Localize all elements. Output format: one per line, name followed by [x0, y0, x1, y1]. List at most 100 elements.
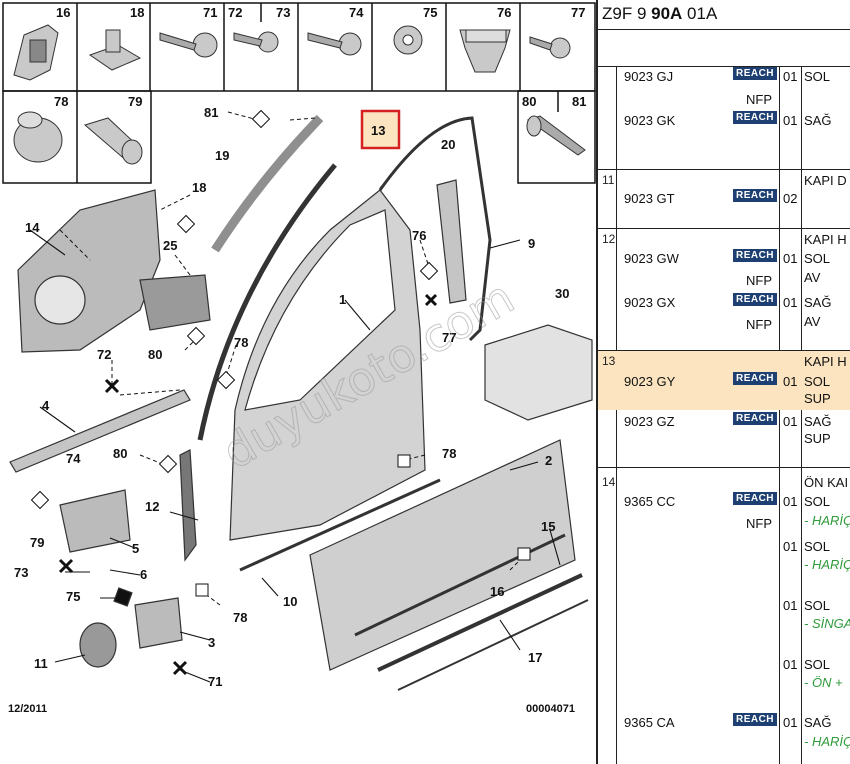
callout-11[interactable]: 11	[34, 656, 48, 671]
part-number: 9023 GT	[624, 191, 675, 206]
parts-group-row[interactable]: 12 KAPI H 9023 GW REACH 01 SOL NFP AV 90…	[598, 228, 850, 350]
part-desc: ÖN KAI	[804, 475, 849, 490]
reach-badge: REACH	[733, 189, 777, 202]
part-desc: SAĞ	[804, 295, 832, 310]
callout-15[interactable]: 15	[541, 519, 555, 534]
parts-group-row[interactable]: 14 ÖN KAI 9365 CC REACH 01 SOL NFP - HAR…	[598, 467, 850, 764]
callout-6[interactable]: 6	[140, 567, 147, 582]
fastener-thumbnail-grid	[2, 2, 596, 184]
callout-77[interactable]: 77	[442, 330, 456, 345]
callout-71[interactable]: 71	[208, 674, 222, 689]
diagram-date: 12/2011	[8, 703, 47, 715]
callout-79[interactable]: 79	[30, 535, 44, 550]
column-divider	[616, 66, 617, 764]
thumb-num: 76	[497, 5, 511, 20]
callout-boxes	[30, 109, 531, 597]
callout-78b[interactable]: 78	[442, 446, 456, 461]
part-desc: AV	[804, 270, 821, 285]
reach-badge: REACH	[733, 372, 777, 385]
callout-14[interactable]: 14	[25, 220, 40, 235]
callout-17[interactable]: 17	[528, 650, 542, 665]
thumb-num: 16	[56, 5, 70, 20]
callout-5[interactable]: 5	[132, 541, 139, 556]
callout-9[interactable]: 9	[528, 236, 535, 251]
part-number: 9023 GW	[624, 251, 679, 266]
callout-81[interactable]: 81	[204, 105, 218, 120]
callout-25[interactable]: 25	[163, 238, 177, 253]
nfp-label: NFP	[746, 516, 772, 531]
thumb-num: 79	[128, 94, 142, 109]
part-qty: 01	[783, 295, 798, 310]
callout-76[interactable]: 76	[412, 228, 426, 243]
callout-numbers: 1 2 3 4 5 6 9 10 11 12 13 14 15 16 17 18…	[14, 105, 569, 689]
callout-10[interactable]: 10	[283, 594, 297, 609]
part-note: - HARİÇ	[804, 557, 850, 572]
part-desc: SAĞ	[804, 113, 832, 128]
reach-badge: REACH	[733, 249, 777, 262]
part-desc: SUP	[804, 391, 831, 406]
callout-1[interactable]: 1	[339, 292, 346, 307]
reach-badge: REACH	[733, 492, 777, 505]
part-desc: SOL	[804, 374, 831, 389]
part-note: - ÖN +	[804, 675, 843, 690]
fastener-sketches	[13, 24, 586, 165]
nfp-label: NFP	[746, 273, 772, 288]
highlight-box-13[interactable]	[360, 109, 401, 150]
thumb-num: 81	[572, 94, 586, 109]
callout-80b[interactable]: 80	[148, 347, 162, 362]
part-desc: KAPI H	[804, 232, 847, 247]
nfp-label: NFP	[746, 317, 772, 332]
part-desc: SOL	[804, 657, 831, 672]
callout-74[interactable]: 74	[66, 451, 81, 466]
part-desc: SOL	[804, 539, 831, 554]
callout-13[interactable]: 13	[371, 123, 385, 138]
part-desc: SOL	[804, 598, 831, 613]
parts-group-row[interactable]: 9023 GJ REACH 01 SOL NFP 9023 GK REACH 0…	[598, 66, 850, 169]
thumb-num: 73	[276, 5, 290, 20]
callout-3[interactable]: 3	[208, 635, 215, 650]
part-number: 9365 CA	[624, 715, 675, 730]
part-number: 9023 GZ	[624, 414, 675, 429]
callout-16[interactable]: 16	[490, 584, 504, 599]
exploded-door-drawing: 16 18 71 72 73 74 75 76 77 78 79 80 81	[2, 2, 596, 715]
part-desc: KAPI D	[804, 173, 847, 188]
part-desc: SAĞ	[804, 414, 832, 429]
callout-73[interactable]: 73	[14, 565, 28, 580]
parts-group-row[interactable]: 11 KAPI D 9023 GT REACH 02	[598, 169, 850, 228]
part-qty: 01	[783, 374, 798, 389]
group-number: 11	[602, 173, 615, 187]
callout-80a[interactable]: 80	[113, 446, 127, 461]
callout-2[interactable]: 2	[545, 453, 552, 468]
thumbnail-numbers: 16 18 71 72 73 74 75 76 77 78 79 80 81	[54, 5, 586, 109]
callout-75[interactable]: 75	[66, 589, 80, 604]
thumb-num: 18	[130, 5, 144, 20]
part-note: - SİNGA	[804, 616, 850, 631]
callout-4[interactable]: 4	[42, 398, 50, 413]
part-qty: 02	[783, 191, 798, 206]
part-desc: SUP	[804, 431, 831, 446]
callout-72[interactable]: 72	[97, 347, 111, 362]
callout-78a[interactable]: 78	[234, 335, 248, 350]
thumb-num: 77	[571, 5, 585, 20]
thumb-num: 72	[228, 5, 242, 20]
callout-30[interactable]: 30	[555, 286, 569, 301]
thumb-num: 74	[349, 5, 364, 20]
cross-markers	[58, 293, 438, 676]
parts-diagram: 16 18 71 72 73 74 75 76 77 78 79 80 81	[2, 2, 596, 715]
callout-78c[interactable]: 78	[233, 610, 247, 625]
part-desc: KAPI H	[804, 354, 847, 369]
part-desc: SOL	[804, 251, 831, 266]
callout-19[interactable]: 19	[215, 148, 229, 163]
part-qty: 01	[783, 539, 798, 554]
reach-badge: REACH	[733, 293, 777, 306]
callout-18[interactable]: 18	[192, 180, 206, 195]
callout-12[interactable]: 12	[145, 499, 159, 514]
part-qty: 01	[783, 251, 798, 266]
part-number: 9023 GK	[624, 113, 676, 128]
callout-20[interactable]: 20	[441, 137, 455, 152]
part-number: 9023 GJ	[624, 69, 674, 84]
parts-entry-row[interactable]: 9023 GZ REACH 01 SAĞ SUP	[598, 409, 850, 467]
group-number: 14	[602, 475, 616, 489]
parts-group-row-highlighted[interactable]: 13 KAPI H 9023 GY REACH 01 SOL SUP	[598, 350, 850, 410]
part-number: 9023 GY	[624, 374, 676, 389]
